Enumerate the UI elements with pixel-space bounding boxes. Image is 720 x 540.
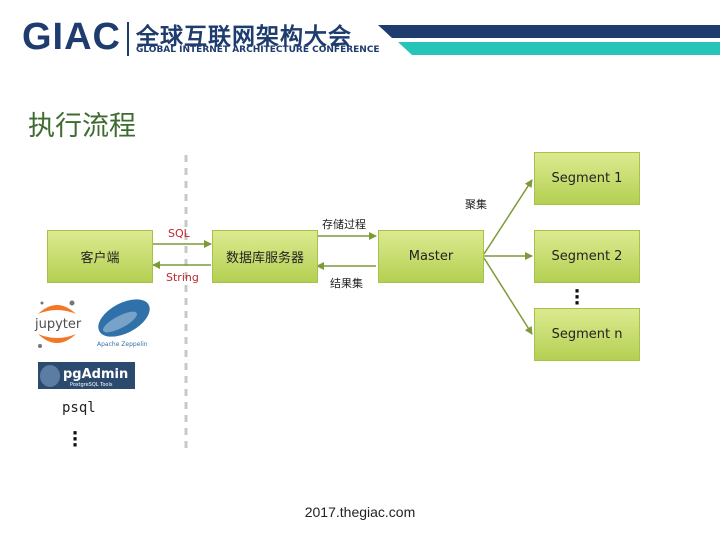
gather-label: 聚集	[465, 198, 487, 211]
psql-label: psql	[62, 400, 96, 416]
pgadmin-sub-label: PostgreSQL Tools	[70, 382, 113, 388]
master-seg1-arrow	[483, 179, 533, 255]
header-teal-bar	[398, 42, 720, 55]
stored-procedure-label: 存储过程	[322, 218, 366, 231]
segment-n-node: Segment n	[534, 308, 640, 361]
logo-divider	[127, 22, 129, 56]
segment-1-node: Segment 1	[534, 152, 640, 205]
page-title: 执行流程	[28, 111, 136, 142]
pgadmin-logo: pgAdmin PostgreSQL Tools	[38, 362, 135, 389]
master-segn-arrow	[483, 257, 533, 335]
jupyter-logo: jupyter	[34, 300, 82, 348]
zeppelin-logo: Apache Zeppelin	[97, 299, 150, 348]
jupyter-label: jupyter	[34, 317, 82, 332]
tools-ellipsis: ···	[71, 423, 79, 456]
master-node: Master	[378, 230, 484, 283]
segment-2-node: Segment 2	[534, 230, 640, 283]
sql-label: SQL	[168, 227, 190, 240]
string-label: String	[166, 271, 199, 284]
footer-url: 2017.thegiac.com	[304, 504, 416, 520]
conference-name-cn: 全球互联网架构大会	[136, 24, 352, 50]
header-navy-bar	[378, 25, 720, 38]
segment-ellipsis: ···	[573, 281, 581, 314]
db-server-node: 数据库服务器	[212, 230, 318, 283]
client-node: 客户端	[47, 230, 153, 283]
conference-name-en: GLOBAL INTERNET ARCHITECTURE CONFERENCE	[136, 45, 380, 55]
pgadmin-label: pgAdmin	[63, 367, 128, 382]
result-set-label: 结果集	[330, 277, 363, 290]
giac-logo: GIAC	[22, 16, 121, 58]
zeppelin-label: Apache Zeppelin	[97, 341, 148, 348]
